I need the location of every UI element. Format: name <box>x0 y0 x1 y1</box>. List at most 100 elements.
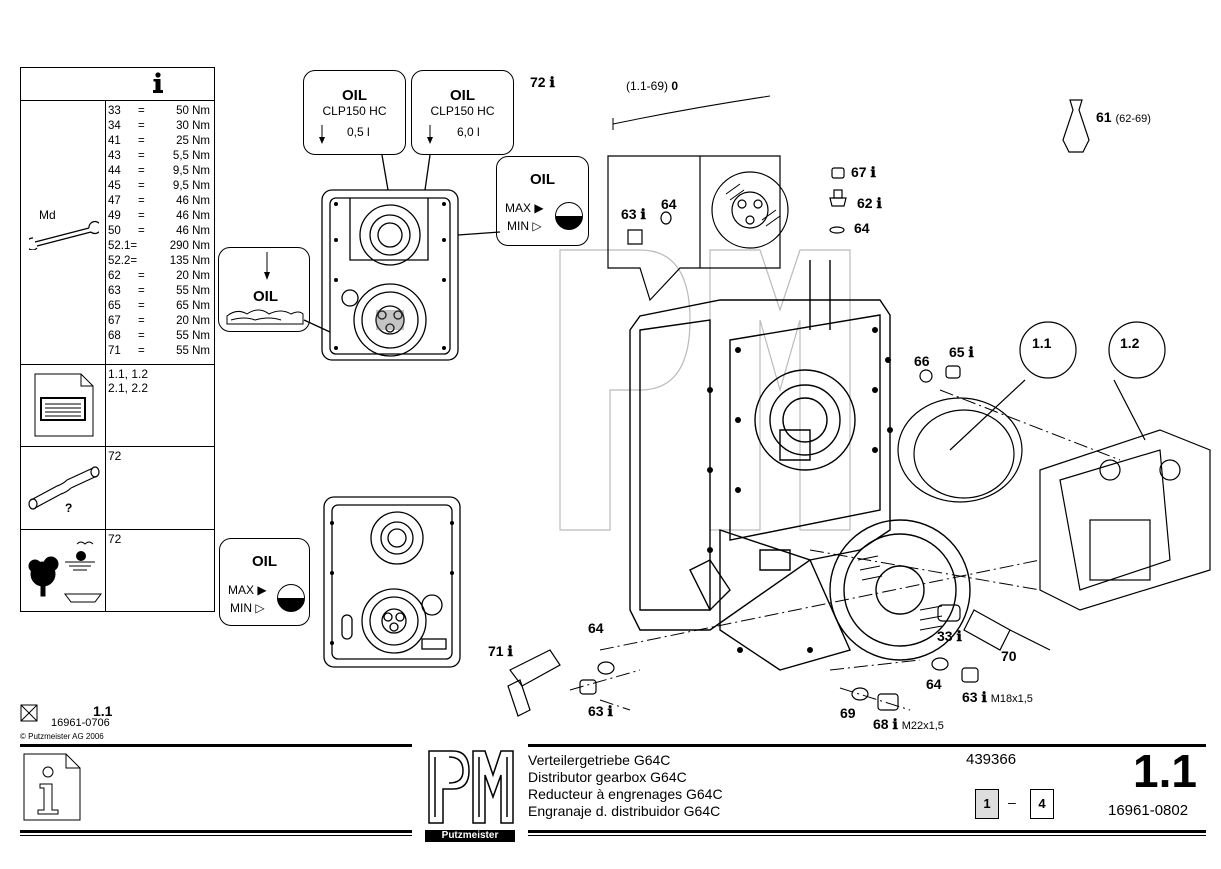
torque-row: 34 = 30 Nm <box>108 119 210 134</box>
torque-eq: = <box>138 180 145 192</box>
spare-part-icon: ? <box>27 460 103 521</box>
oil-qty-1: 0,5 l <box>347 125 370 139</box>
oil-spec-box-2: OIL CLP150 HC 6,0 l <box>411 70 514 155</box>
callout-72: 72 ℹ <box>530 74 555 90</box>
oil-puddle-icon <box>225 298 305 333</box>
torque-key: 41 <box>108 135 121 147</box>
torque-row: 44=9,5 Nm <box>108 164 210 179</box>
info-icon: ℹ <box>876 195 882 211</box>
torque-eq: = <box>138 120 145 132</box>
doc-refs-2: 2.1, 2.2 <box>108 381 149 395</box>
page-total: 4 <box>1030 789 1054 819</box>
callout-62: 62 ℹ <box>857 195 882 211</box>
torque-row: 41 = 25 Nm <box>108 134 210 149</box>
oil-level-gauge-icon <box>276 583 306 618</box>
torque-value: 46 Nm <box>176 210 210 222</box>
torque-value: 30 Nm <box>176 120 210 132</box>
torque-eq: = <box>138 270 145 282</box>
torque-value: 25 Nm <box>176 135 210 147</box>
torque-key: 50 <box>108 225 121 237</box>
environment-ref: 72 <box>108 532 122 546</box>
callout-68: 68 ℹ M22x1,5 <box>873 716 944 732</box>
sheet-box-icon <box>20 704 38 727</box>
callout-64-d: 64 <box>926 676 942 692</box>
torque-value: 135 Nm <box>169 255 210 267</box>
info-icon <box>151 72 165 94</box>
torque-key: 49 <box>108 210 121 222</box>
torque-row: 47=46 Nm <box>108 194 210 209</box>
range-label: (1.1-69) 0 <box>626 79 679 93</box>
callout-64-b: 64 <box>661 196 677 212</box>
torque-key: 52.1= <box>108 240 138 252</box>
gearbox-front-view-bottom <box>323 496 461 668</box>
drawing-number: 16961-0802 <box>1108 802 1189 819</box>
footer-rule-bottom-left <box>20 830 412 833</box>
torque-eq: = <box>138 315 145 327</box>
callout-63-b: 63 ℹ <box>588 703 613 719</box>
callout-61: 61 (62-69) <box>1096 109 1151 125</box>
callout-63-a: 63 ℹ <box>621 206 646 222</box>
torque-row: 33=50 Nm <box>108 104 210 119</box>
arrow-down-icon <box>426 125 434 150</box>
torque-value: 55 Nm <box>176 330 210 342</box>
torque-key: 52.2= <box>108 255 138 267</box>
svg-text:?: ? <box>65 501 72 515</box>
callout-33: 33 ℹ <box>937 628 962 644</box>
section-number: 1.1 <box>1133 745 1197 797</box>
torque-eq: = <box>138 135 145 147</box>
torque-row: 50 = 46 Nm <box>108 224 210 239</box>
info-icon: ℹ <box>870 164 876 180</box>
info-icon: ℹ <box>968 344 974 360</box>
torque-row: 68=55 Nm <box>108 329 210 344</box>
info-icon: ℹ <box>549 74 555 90</box>
torque-key: 63 <box>108 285 121 297</box>
info-icon: ℹ <box>640 206 646 222</box>
oil-type-1: CLP150 HC <box>322 104 387 118</box>
torque-key: 62 <box>108 270 121 282</box>
torque-row: 65=65 Nm <box>108 299 210 314</box>
oil-drain-box: OIL <box>218 247 310 332</box>
arrow-down-icon <box>263 252 271 287</box>
torque-eq: = <box>138 210 145 222</box>
arrow-down-icon <box>318 125 326 150</box>
torque-value: 5,5 Nm <box>172 150 210 162</box>
title-de: Verteilergetriebe G64C <box>528 752 671 768</box>
min-label: MIN <box>230 601 252 615</box>
torque-eq: = <box>138 285 145 297</box>
page-separator: – <box>1008 794 1016 810</box>
torque-value: 9,5 Nm <box>172 180 210 192</box>
oil-spec-box-1: OIL CLP150 HC 0,5 l <box>303 70 406 155</box>
oil-type-2: CLP150 HC <box>430 104 495 118</box>
document-icon <box>33 372 95 443</box>
torque-key: 43 <box>108 150 121 162</box>
footer-rule-top-left <box>20 744 412 747</box>
copyright: © Putzmeister AG 2006 <box>20 732 104 741</box>
callout-64-c: 64 <box>588 620 604 636</box>
torque-key: 47 <box>108 195 121 207</box>
brand-name: Putzmeister <box>425 830 515 842</box>
max-label: MAX <box>228 583 255 597</box>
page-current: 1 <box>975 789 999 819</box>
torque-key: 34 <box>108 120 121 132</box>
info-icon: ℹ <box>892 716 898 732</box>
torque-eq: = <box>138 165 145 177</box>
torque-value: 65 Nm <box>176 300 210 312</box>
putzmeister-logo: Putzmeister <box>425 745 515 842</box>
sheet-ref: 1.1 <box>93 703 113 719</box>
spare-ref: 72 <box>108 449 122 463</box>
torque-value: 46 Nm <box>176 225 210 237</box>
torque-value: 9,5 Nm <box>172 165 210 177</box>
torque-row: 52.1=290 Nm <box>108 239 210 254</box>
oil-level-box-2: OIL MAX ▶ MIN ▷ <box>219 538 310 626</box>
title-es: Engranaje d. distribuidor G64C <box>528 803 721 819</box>
torque-eq: = <box>138 225 145 237</box>
torque-row: 62=20 Nm <box>108 269 210 284</box>
torque-row: 67=20 Nm <box>108 314 210 329</box>
oil-level-box-1: OIL MAX ▶ MIN ▷ <box>496 156 589 246</box>
reference-1-1: 1.1 <box>1032 335 1052 351</box>
sheet-code: 16961-0706 <box>51 717 110 729</box>
torque-row: 43=5,5 Nm <box>108 149 210 164</box>
title-fr: Reducteur à engrenages G64C <box>528 786 723 802</box>
